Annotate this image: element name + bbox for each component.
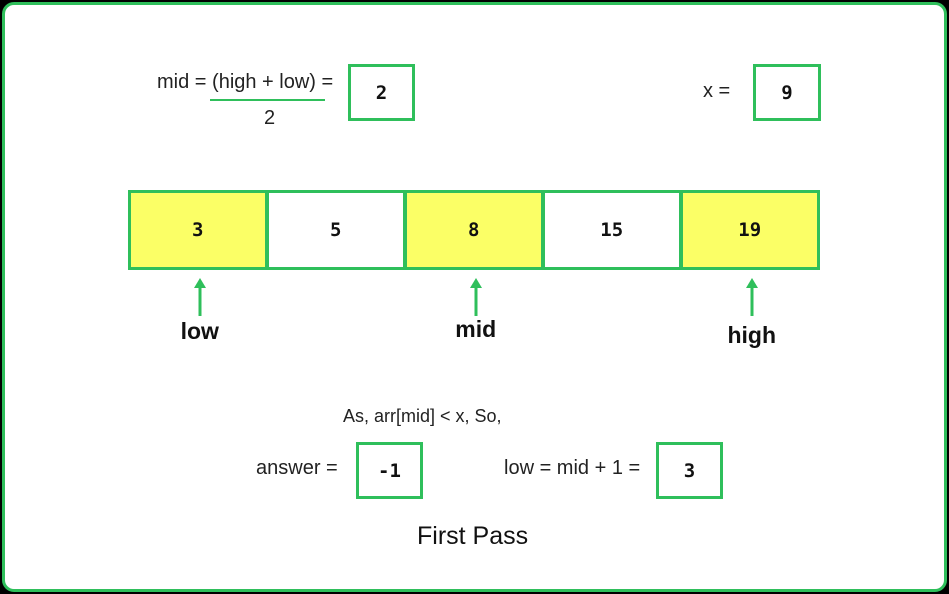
array-cell: 8 bbox=[404, 190, 544, 270]
low-update-value-box: 3 bbox=[656, 442, 723, 499]
mid-formula-equals: = bbox=[315, 71, 334, 93]
array-cell: 3 bbox=[128, 190, 268, 270]
array-cell: 19 bbox=[680, 190, 820, 270]
up-arrow-icon bbox=[745, 278, 758, 316]
target-value-box: 9 bbox=[753, 64, 821, 121]
target-label: x = bbox=[703, 80, 731, 102]
pointer-label-low: low bbox=[180, 318, 219, 344]
pointer-label-high: high bbox=[727, 322, 777, 348]
low-update-label: low = mid + 1 = bbox=[504, 457, 641, 479]
pass-caption: First Pass bbox=[417, 522, 529, 550]
up-arrow-icon bbox=[193, 278, 206, 316]
mid-formula-numerator: (high + low) bbox=[212, 71, 316, 93]
array-cell: 5 bbox=[266, 190, 406, 270]
up-arrow-icon bbox=[469, 278, 482, 316]
mid-result-box: 2 bbox=[348, 64, 415, 121]
condition-text: As, arr[mid] < x, So, bbox=[343, 406, 502, 426]
array-cell: 15 bbox=[542, 190, 682, 270]
answer-label: answer = bbox=[256, 457, 338, 479]
fraction-bar bbox=[210, 99, 325, 101]
pointer-label-mid: mid bbox=[455, 316, 497, 342]
mid-formula-denominator: 2 bbox=[264, 107, 276, 129]
mid-formula-lhs: mid = bbox=[157, 71, 213, 93]
mid-formula: mid = (high + low) = bbox=[157, 71, 333, 94]
answer-value-box: -1 bbox=[356, 442, 423, 499]
